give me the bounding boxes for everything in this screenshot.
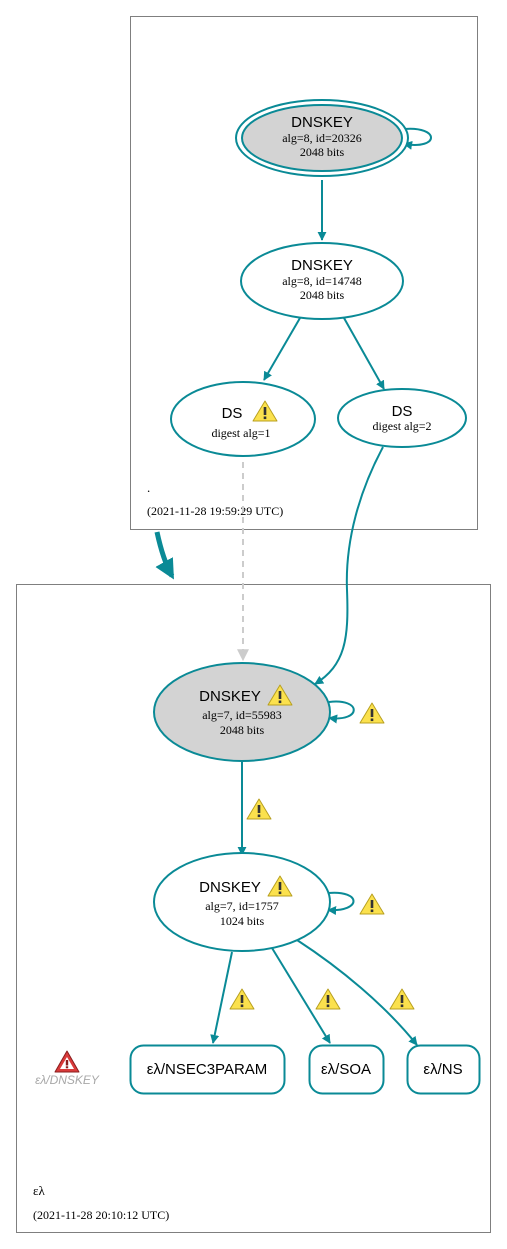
- root-ksk-title: DNSKEY: [291, 114, 353, 131]
- warning-icon: [246, 798, 272, 820]
- ds2-detail: digest alg=2: [372, 419, 431, 433]
- rrset-ns-label: ελ/NS: [423, 1061, 462, 1078]
- root-ksk-node[interactable]: DNSKEY alg=8, id=20326 2048 bits: [235, 99, 409, 177]
- warning-icon: [229, 988, 255, 1010]
- edge-el-ksk-self: [328, 700, 355, 724]
- missing-dnskey-label: ελ/DNSKEY: [35, 1073, 100, 1087]
- el-zsk-size: 1024 bits: [220, 914, 265, 928]
- el-zone-box: [16, 584, 491, 1233]
- ds1-title: DS: [222, 405, 243, 422]
- rrset-nsec3param-label: ελ/NSEC3PARAM: [147, 1061, 268, 1078]
- el-ksk-detail: alg=7, id=55983: [202, 708, 282, 722]
- error-icon: [54, 1050, 80, 1073]
- warning-icon: [389, 988, 415, 1010]
- root-zsk-detail: alg=8, id=14748: [282, 274, 362, 288]
- root-zone-timestamp: (2021-11-28 19:59:29 UTC): [147, 504, 283, 518]
- el-zsk-detail: alg=7, id=1757: [205, 899, 279, 913]
- edge-zsk-to-nsec3param: [210, 951, 233, 1044]
- edge-zsk-to-ds1: [263, 317, 301, 381]
- edge-root-ksk-self: [403, 127, 432, 150]
- edge-zsk-to-soa: [271, 947, 331, 1044]
- rrset-soa-label: ελ/SOA: [321, 1061, 371, 1078]
- root-zsk-node[interactable]: DNSKEY alg=8, id=14748 2048 bits: [240, 242, 404, 320]
- root-zone-name: .: [147, 480, 150, 495]
- rrset-soa-node[interactable]: ελ/SOA: [308, 1044, 385, 1095]
- el-ksk-title: DNSKEY: [199, 688, 261, 705]
- root-zsk-size: 2048 bits: [300, 288, 345, 302]
- warning-icon: [359, 702, 385, 724]
- warning-icon: [359, 893, 385, 915]
- rrset-ns-node[interactable]: ελ/NS: [406, 1044, 481, 1095]
- el-zone-timestamp: (2021-11-28 20:10:12 UTC): [33, 1208, 169, 1222]
- edge-ds2-to-el-ksk: [314, 446, 384, 685]
- root-ksk-detail: alg=8, id=20326: [282, 131, 362, 145]
- edge-zsk-to-ds2: [343, 317, 385, 390]
- el-zsk-title: DNSKEY: [199, 879, 261, 896]
- ds-digest1-node[interactable]: DS digest alg=1: [170, 381, 316, 457]
- ds1-detail: digest alg=1: [211, 426, 270, 440]
- missing-dnskey-node[interactable]: ελ/DNSKEY: [35, 1050, 100, 1087]
- ds2-title: DS: [392, 403, 413, 420]
- el-zone-name: ελ: [33, 1183, 45, 1198]
- ds-digest2-node[interactable]: DS digest alg=2: [337, 388, 467, 448]
- warning-icon: [315, 988, 341, 1010]
- el-ksk-size: 2048 bits: [220, 723, 265, 737]
- el-zsk-node[interactable]: DNSKEY alg=7, id=1757 1024 bits: [153, 852, 331, 952]
- edge-zsk-to-ns: [296, 939, 418, 1046]
- rrset-nsec3param-node[interactable]: ελ/NSEC3PARAM: [129, 1044, 286, 1095]
- root-zone-box: [130, 16, 478, 530]
- root-ksk-size: 2048 bits: [300, 145, 345, 159]
- root-zsk-title: DNSKEY: [291, 257, 353, 274]
- delegation-edge: [154, 531, 175, 580]
- el-ksk-node[interactable]: DNSKEY alg=7, id=55983 2048 bits: [153, 662, 331, 762]
- edge-el-zsk-self: [327, 891, 355, 915]
